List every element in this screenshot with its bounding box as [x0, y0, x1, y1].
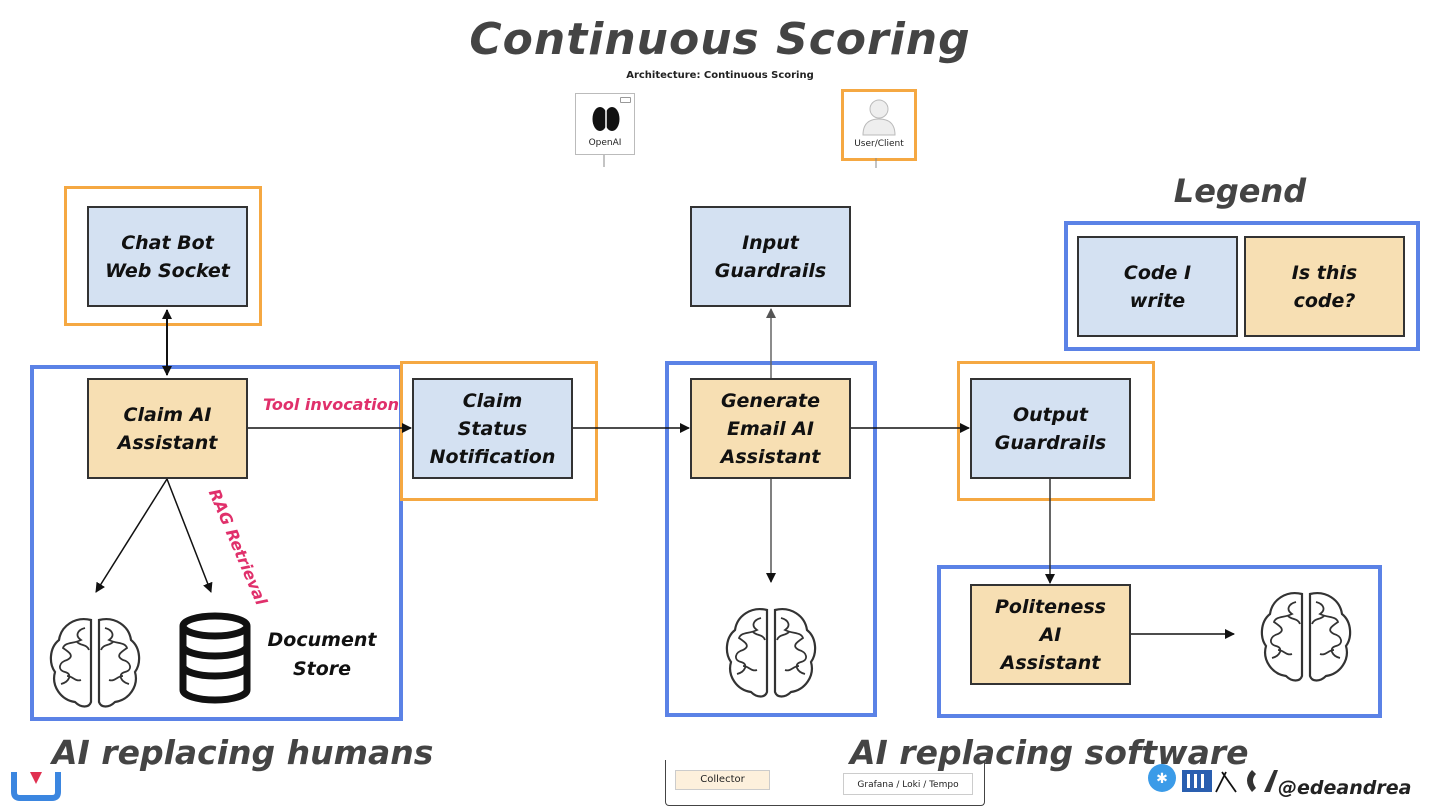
brain-icon — [725, 608, 817, 698]
chat-bot-web-socket-node: Chat Bot Web Socket — [87, 206, 248, 307]
openai-label: OpenAI — [588, 138, 622, 148]
politeness-frame — [937, 565, 1382, 718]
tool-invocation-label: Tool invocation — [263, 395, 399, 414]
claim-status-frame — [400, 361, 598, 501]
slide-title: Continuous Scoring — [469, 14, 971, 65]
author-handle: @edeandrea — [1278, 777, 1412, 799]
user-client-label: User/Client — [854, 139, 904, 149]
svg-text:✱: ✱ — [1156, 771, 1168, 787]
arrow-claim-ai-llm — [95, 478, 168, 593]
legend-item-is-this-code: Is this code? — [1244, 236, 1405, 337]
architecture-subtitle: Architecture: Continuous Scoring — [626, 70, 814, 81]
brand-logo-icon — [11, 772, 61, 801]
collector-node: Collector — [675, 770, 770, 790]
user-client-node: User/Client — [841, 89, 917, 161]
grafana-node: Grafana / Loki / Tempo — [843, 773, 973, 795]
threads-icon — [1264, 770, 1278, 792]
caption-ai-replacing-humans: AI replacing humans — [52, 733, 434, 772]
claim-status-notification-node: Claim Status Notification — [412, 378, 573, 479]
output-guardrails-frame — [957, 361, 1155, 501]
user-icon — [862, 99, 896, 136]
legend-frame — [1064, 221, 1420, 351]
legend-title: Legend — [1173, 172, 1307, 210]
arrow-claim-ai-document-store — [166, 478, 213, 593]
generate-email-ai-assistant-node: Generate Email AI Assistant — [690, 378, 851, 479]
linkedin-icon — [1182, 770, 1212, 792]
claim-ai-assistant-node: Claim AI Assistant — [87, 378, 248, 479]
ai-replacing-humans-frame — [30, 365, 403, 721]
document-store-label: Document Store — [267, 629, 377, 680]
caption-ai-replacing-software: AI replacing software — [850, 733, 1249, 772]
openai-node: OpenAI — [575, 93, 635, 155]
brain-icon — [592, 107, 620, 131]
brain-icon — [49, 618, 141, 708]
bluesky-icon: ✱ — [1148, 764, 1176, 792]
brain-icon — [1260, 592, 1352, 682]
input-guardrails-node: Input Guardrails — [690, 206, 851, 307]
politeness-ai-assistant-node: Politeness AI Assistant — [970, 584, 1131, 685]
observability-container — [665, 760, 985, 806]
legend-item-code-i-write: Code I write — [1077, 236, 1238, 337]
component-icon — [620, 97, 631, 103]
mastodon-icon — [1247, 770, 1256, 792]
output-guardrails-node: Output Guardrails — [970, 378, 1131, 479]
database-icon — [179, 612, 251, 704]
x-icon — [1215, 771, 1237, 793]
